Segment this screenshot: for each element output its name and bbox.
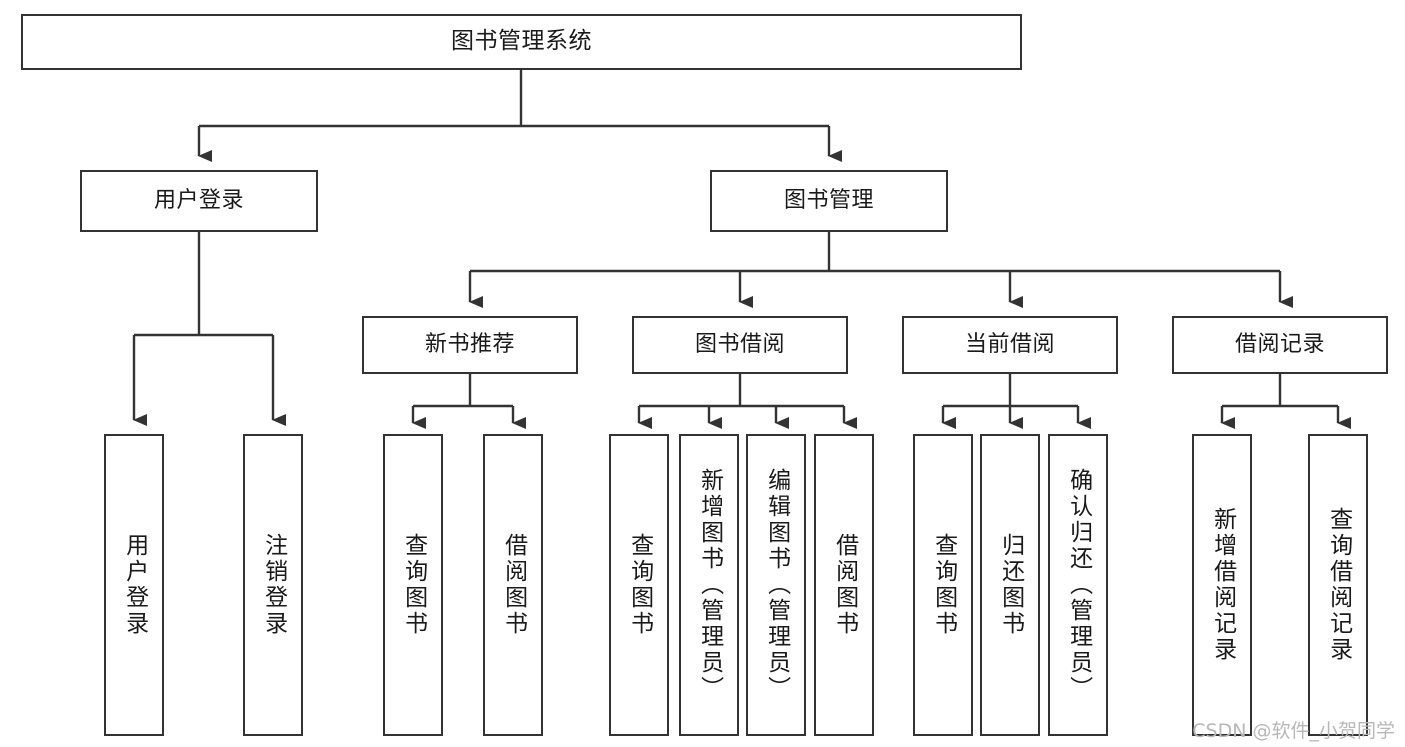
watermark: CSDN @软件_小贺同学 [1192, 720, 1395, 742]
leaf-recommend-query-book[interactable]: 查询图书 [383, 434, 443, 736]
node-book-borrow-label: 图书借阅 [694, 331, 785, 357]
node-borrow-record[interactable]: 借阅记录 [1172, 316, 1388, 374]
node-book-manage[interactable]: 图书管理 [710, 170, 948, 232]
node-book-borrow[interactable]: 图书借阅 [632, 316, 848, 374]
node-root[interactable]: 图书管理系统 [21, 14, 1022, 70]
node-new-book-recommend[interactable]: 新书推荐 [362, 316, 578, 374]
leaf-user-logout-label: 注销登录 [260, 533, 287, 637]
leaf-user-logout[interactable]: 注销登录 [243, 434, 303, 736]
leaf-record-search[interactable]: 查询借阅记录 [1308, 434, 1368, 736]
leaf-record-add-label: 新增借阅记录 [1209, 507, 1236, 663]
leaf-borrow-edit-book-admin-label: 编辑图书（管理员） [763, 468, 790, 702]
leaf-current-return-book-label: 归还图书 [997, 533, 1024, 637]
node-new-book-recommend-label: 新书推荐 [424, 331, 515, 357]
node-current-borrow-label: 当前借阅 [964, 331, 1055, 357]
node-user-login[interactable]: 用户登录 [80, 170, 318, 232]
node-root-label: 图书管理系统 [451, 28, 592, 55]
leaf-current-query-book[interactable]: 查询图书 [913, 434, 973, 736]
leaf-borrow-add-book-admin-label: 新增图书（管理员） [696, 468, 723, 702]
leaf-borrow-query-book-label: 查询图书 [626, 533, 653, 637]
leaf-current-return-book[interactable]: 归还图书 [980, 434, 1040, 736]
leaf-record-add[interactable]: 新增借阅记录 [1192, 434, 1252, 736]
node-user-login-label: 用户登录 [153, 187, 244, 213]
node-current-borrow[interactable]: 当前借阅 [902, 316, 1118, 374]
leaf-current-confirm-return-admin[interactable]: 确认归还（管理员） [1048, 434, 1108, 736]
leaf-recommend-borrow-book-label: 借阅图书 [500, 533, 527, 637]
leaf-recommend-query-book-label: 查询图书 [400, 533, 427, 637]
leaf-current-confirm-return-admin-label: 确认归还（管理员） [1065, 468, 1092, 702]
leaf-user-login[interactable]: 用户登录 [104, 434, 164, 736]
leaf-borrow-do-borrow-label: 借阅图书 [831, 533, 858, 637]
leaf-user-login-label: 用户登录 [121, 533, 148, 637]
leaf-borrow-do-borrow[interactable]: 借阅图书 [814, 434, 874, 736]
leaf-recommend-borrow-book[interactable]: 借阅图书 [483, 434, 543, 736]
leaf-borrow-edit-book-admin[interactable]: 编辑图书（管理员） [746, 434, 806, 736]
node-borrow-record-label: 借阅记录 [1234, 331, 1325, 357]
leaf-current-query-book-label: 查询图书 [930, 533, 957, 637]
leaf-record-search-label: 查询借阅记录 [1325, 507, 1352, 663]
node-book-manage-label: 图书管理 [783, 187, 874, 213]
leaf-borrow-query-book[interactable]: 查询图书 [609, 434, 669, 736]
leaf-borrow-add-book-admin[interactable]: 新增图书（管理员） [679, 434, 739, 736]
